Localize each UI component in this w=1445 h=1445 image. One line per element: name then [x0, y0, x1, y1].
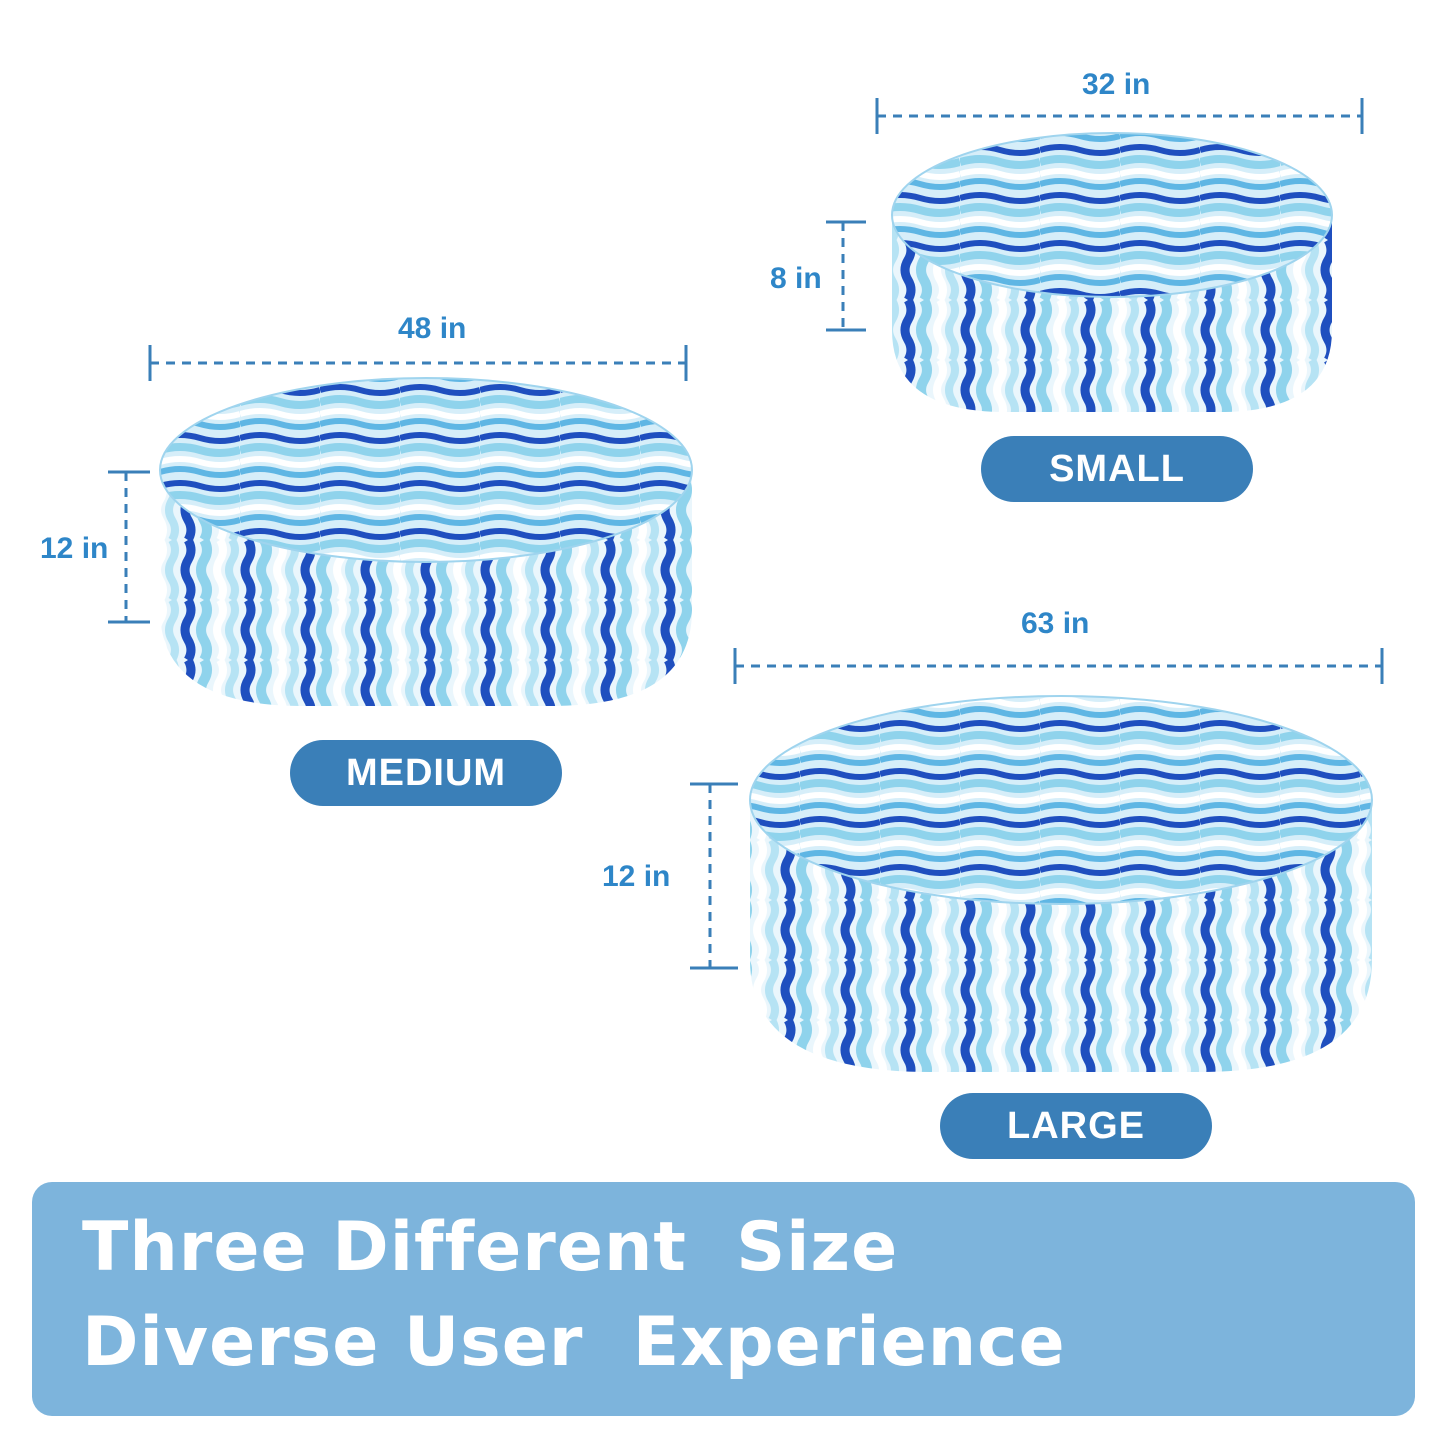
medium-height-label: 12 in	[40, 532, 109, 565]
large-height-label: 12 in	[602, 860, 671, 893]
banner-subheadline: Diverse User Experience	[82, 1303, 1066, 1382]
medium-cushion	[159, 377, 693, 706]
large-width-label: 63 in	[1021, 607, 1090, 640]
feature-banner	[32, 1182, 1415, 1416]
large-cushion	[749, 695, 1373, 1072]
dimension-lines	[108, 98, 1384, 970]
large-size-badge: LARGE	[940, 1093, 1212, 1159]
medium-width-label: 48 in	[398, 312, 467, 345]
small-cushion	[891, 132, 1333, 412]
small-size-badge: SMALL	[981, 436, 1253, 502]
small-height-label: 8 in	[770, 262, 822, 295]
medium-size-badge: MEDIUM	[290, 740, 562, 806]
banner-headline: Three Different Size	[82, 1208, 899, 1287]
small-width-label: 32 in	[1082, 68, 1151, 101]
